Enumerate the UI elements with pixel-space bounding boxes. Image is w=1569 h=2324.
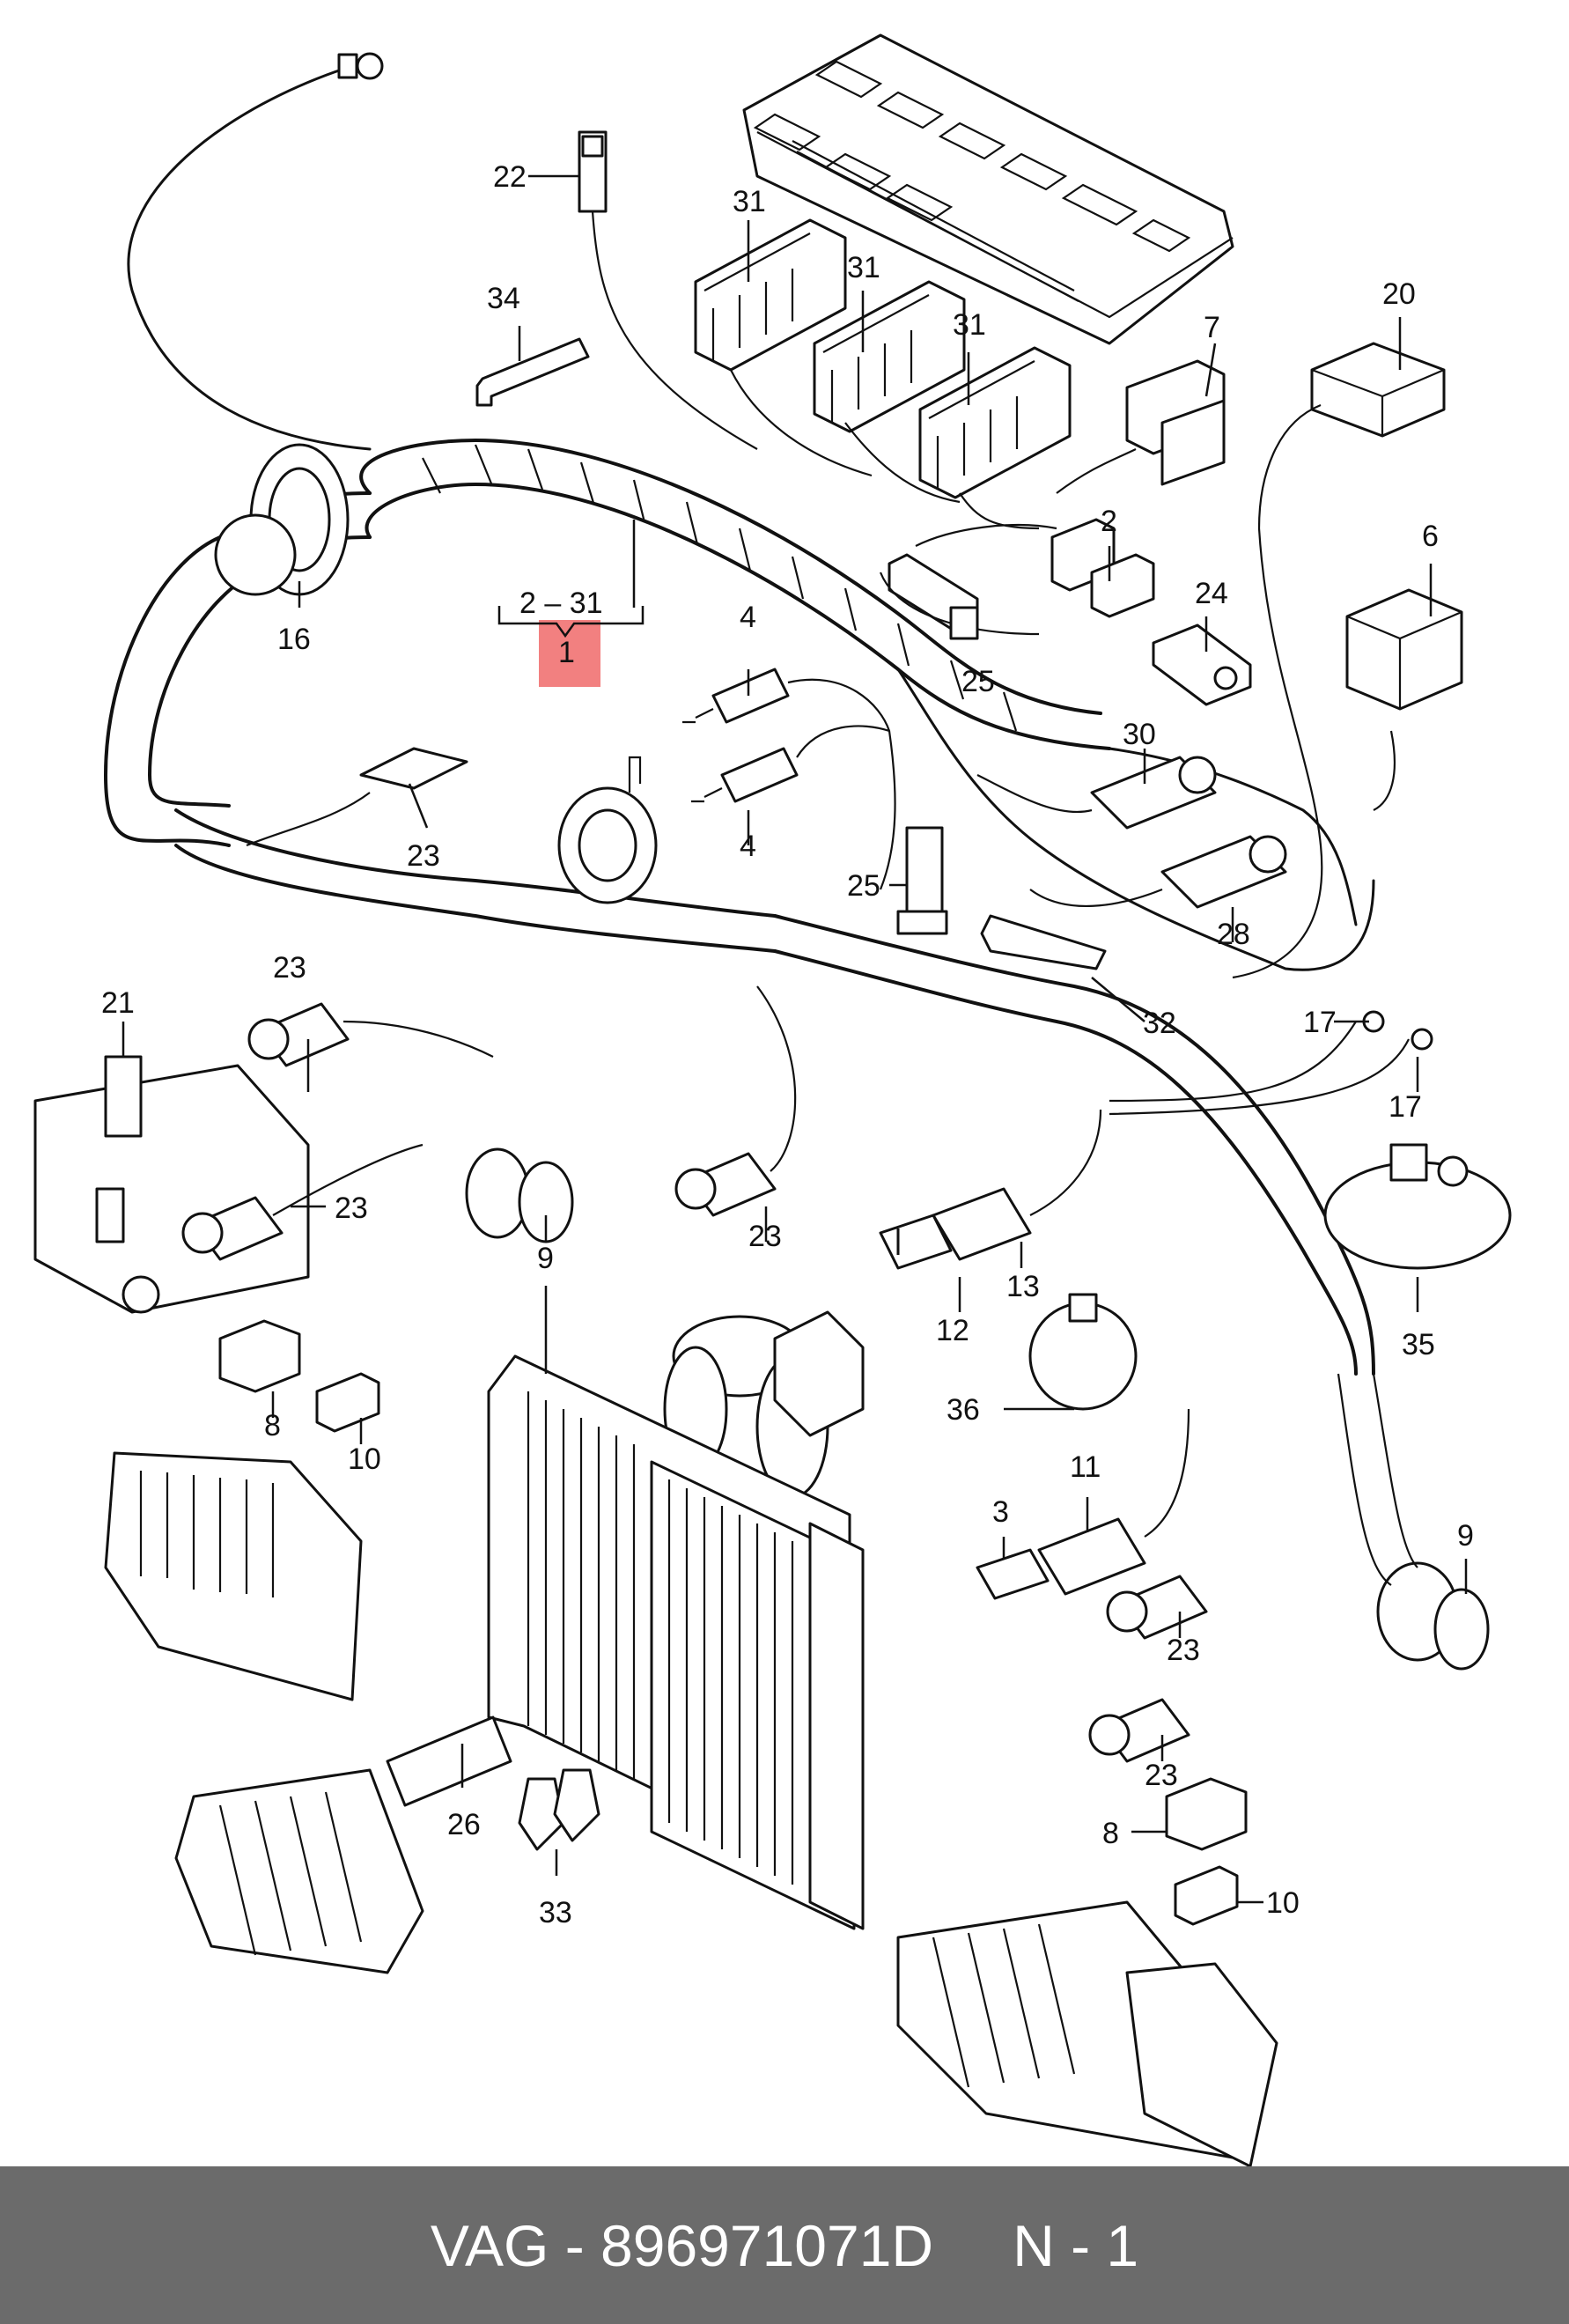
callout-24: 24 — [1195, 577, 1228, 610]
connector-10-right — [1174, 1865, 1239, 1926]
relay-6 — [1345, 588, 1463, 811]
fuse-relay-box — [742, 33, 1234, 345]
callout-8: 8 — [1102, 1817, 1119, 1850]
callout-23: 23 — [407, 839, 440, 873]
connector-8-left — [218, 1319, 301, 1393]
callout-12: 12 — [936, 1314, 969, 1347]
callout-23: 23 — [748, 1220, 782, 1253]
ground-wire — [127, 64, 372, 451]
clip-33 — [518, 1768, 600, 1851]
connector-23-mid-left — [247, 1002, 494, 1067]
ground-wires-17 — [1109, 1010, 1433, 1116]
connector-20 — [1232, 342, 1446, 979]
callout-22: 22 — [493, 160, 527, 194]
callout-31: 31 — [953, 308, 986, 342]
connector-23-right-lower — [1088, 1698, 1190, 1763]
callout-4: 4 — [740, 601, 756, 634]
callout-31: 31 — [733, 185, 766, 218]
cable-tie-36 — [1028, 1293, 1138, 1411]
connector-25-lower — [896, 826, 948, 935]
grommet-9-left — [465, 1147, 574, 1243]
quantity: N - 1 — [1013, 2212, 1139, 2278]
callout-33: 33 — [539, 1896, 572, 1929]
connector-23-upper-left — [246, 747, 468, 847]
callout-7: 7 — [1204, 311, 1220, 344]
connector-22 — [578, 130, 758, 450]
connector-11 — [1037, 1408, 1190, 1596]
callout-20: 20 — [1382, 277, 1416, 311]
callout-10: 10 — [348, 1442, 381, 1476]
callout-35: 35 — [1402, 1328, 1435, 1361]
main-harness — [104, 439, 1375, 1376]
headlight-right — [896, 1900, 1278, 2166]
callout-17: 17 — [1303, 1006, 1337, 1039]
callout-6: 6 — [1422, 520, 1439, 553]
part-number: VAG - 896971071D — [430, 2212, 934, 2278]
leader-lines — [122, 174, 1468, 1904]
callout-25: 25 — [847, 869, 880, 903]
cooling-fan — [663, 1310, 865, 1499]
connector-3 — [976, 1548, 1050, 1600]
callout-21: 21 — [101, 986, 135, 1020]
connector-30 — [976, 756, 1217, 830]
connector-10-left — [315, 1372, 380, 1433]
callout-2: 2 — [1101, 505, 1117, 538]
connector-2 — [1050, 518, 1155, 618]
callout-36: 36 — [947, 1393, 980, 1427]
callout-9: 9 — [1457, 1519, 1474, 1553]
callout-34: 34 — [487, 282, 520, 315]
connector-7 — [1056, 359, 1226, 494]
multi-connector-31 — [694, 218, 1072, 530]
callout-4: 4 — [740, 830, 756, 863]
callout-13: 13 — [1006, 1270, 1040, 1303]
callout-10: 10 — [1266, 1886, 1300, 1920]
connector-4-pair — [682, 668, 896, 890]
callout-23: 23 — [1167, 1634, 1200, 1667]
wiring-harness-diagram: 2 – 31 1 — [33, 33, 1512, 2166]
bracket-label: 2 – 31 — [519, 587, 603, 620]
callout-23: 23 — [273, 951, 306, 985]
callout-8: 8 — [264, 1409, 281, 1442]
connector-23-lower-left — [181, 1143, 424, 1261]
hose-clamp-35 — [1323, 1143, 1512, 1270]
bracket-2-31 — [497, 520, 645, 638]
callout-31: 31 — [847, 251, 880, 284]
connector-24 — [1152, 623, 1252, 706]
connector-25-upper — [879, 524, 1057, 640]
grommet-16 — [214, 443, 350, 596]
callout-17: 17 — [1389, 1090, 1422, 1124]
connector-8-right — [1165, 1777, 1248, 1851]
headlight-left — [104, 1451, 363, 1701]
sensor-cluster-21 — [33, 1055, 310, 1314]
clip-32 — [980, 914, 1107, 970]
callout-9: 9 — [537, 1242, 554, 1275]
callout-1: 1 — [558, 636, 575, 669]
callout-30: 30 — [1123, 718, 1156, 751]
connector-23-center — [674, 985, 797, 1217]
part-number-footer: VAG - 896971071D N - 1 — [0, 2166, 1569, 2324]
callout-23: 23 — [335, 1192, 368, 1225]
callout-3: 3 — [992, 1495, 1009, 1529]
connector-12 — [879, 1214, 953, 1270]
connector-28 — [1029, 835, 1287, 909]
horn — [557, 756, 658, 904]
connector-23-right-upper — [1106, 1575, 1208, 1640]
clip-34 — [475, 337, 590, 407]
callout-32: 32 — [1143, 1007, 1176, 1040]
callout-16: 16 — [277, 623, 311, 656]
grommet-9-right — [1337, 1373, 1490, 1671]
fog-light-26 — [174, 1715, 512, 1974]
callout-25: 25 — [961, 665, 995, 698]
connector-13 — [932, 1109, 1102, 1261]
callout-26: 26 — [447, 1808, 481, 1841]
callout-28: 28 — [1217, 918, 1250, 951]
callout-23: 23 — [1145, 1759, 1178, 1792]
callout-11: 11 — [1070, 1450, 1101, 1484]
radiator — [487, 1354, 865, 1930]
